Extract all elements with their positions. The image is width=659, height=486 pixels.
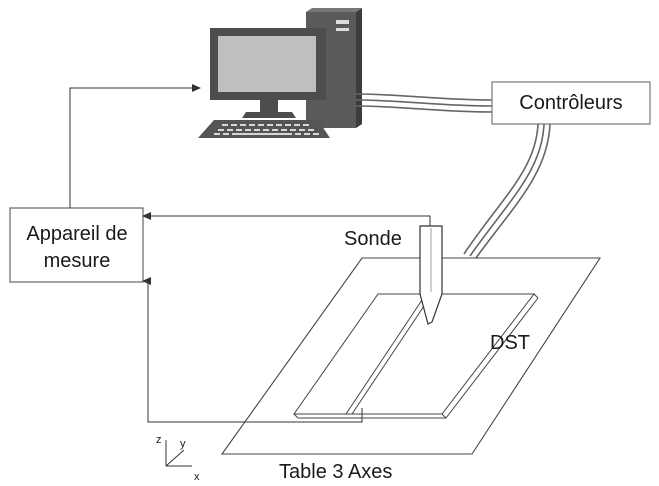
- axis-z-label: z: [156, 434, 162, 446]
- device-under-test: [293, 293, 539, 419]
- computer-icon: [198, 8, 362, 138]
- three-axis-table: [220, 257, 602, 455]
- arrow-probe-to-instrument: [142, 212, 431, 228]
- axis-y-line: [165, 449, 185, 467]
- controller-block: Contrôleurs: [491, 81, 651, 125]
- arrow-dut-to-instrument: [142, 277, 363, 423]
- measurement-instrument-block: Appareil de mesure: [9, 207, 144, 283]
- axes-glyph: z y x: [156, 434, 200, 483]
- probe: [419, 225, 443, 325]
- cable-computer-controller: [355, 93, 493, 113]
- measurement-instrument-box: [9, 207, 144, 283]
- measurement-instrument-label-line1: Appareil de: [26, 223, 127, 245]
- probe-label: Sonde: [344, 228, 402, 250]
- measurement-instrument-label-line2: mesure: [44, 250, 111, 272]
- axis-x-label: x: [194, 471, 200, 483]
- cable-controller-stage: [463, 123, 551, 259]
- axis-y-label: y: [180, 438, 186, 450]
- computer-keyboard: [198, 120, 330, 138]
- signal-lines: [69, 84, 431, 423]
- device-under-test-label: DST: [490, 332, 530, 354]
- computer-monitor: [210, 28, 326, 118]
- arrow-instrument-to-computer: [69, 84, 201, 208]
- controller-box: [491, 81, 651, 125]
- stage-label: Table 3 Axes: [279, 461, 392, 483]
- controller-label: Contrôleurs: [519, 92, 622, 114]
